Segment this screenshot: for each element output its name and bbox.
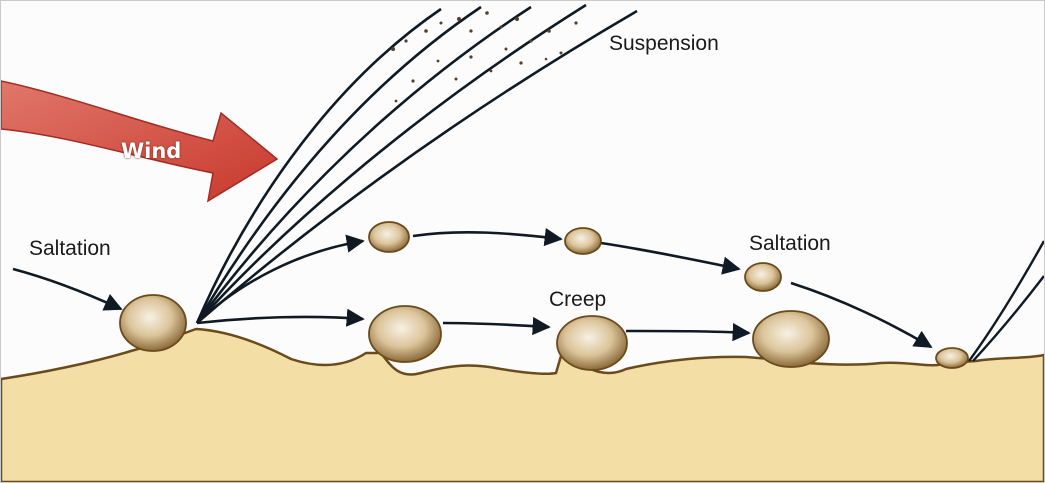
wind-label: Wind: [121, 141, 181, 162]
sand-grain-icon: [745, 263, 781, 291]
sand-grain-icon: [557, 316, 627, 370]
sand-grain-icon: [369, 306, 441, 362]
suspension-label: Suspension: [609, 33, 719, 54]
sand-grain-icon: [936, 348, 968, 368]
creep-arrows: [197, 317, 749, 333]
sand-grain-icon: [369, 222, 409, 252]
sand-grain-icon: [120, 295, 186, 351]
right-suspension-streamlines: [969, 241, 1044, 361]
sand-grain-icon: [753, 311, 829, 367]
saltation-label-right: Saltation: [749, 233, 831, 254]
saltation-label-left: Saltation: [29, 238, 111, 259]
sand-ground: [1, 329, 1044, 482]
creep-label: Creep: [549, 289, 606, 310]
sand-grain-icon: [565, 228, 601, 254]
